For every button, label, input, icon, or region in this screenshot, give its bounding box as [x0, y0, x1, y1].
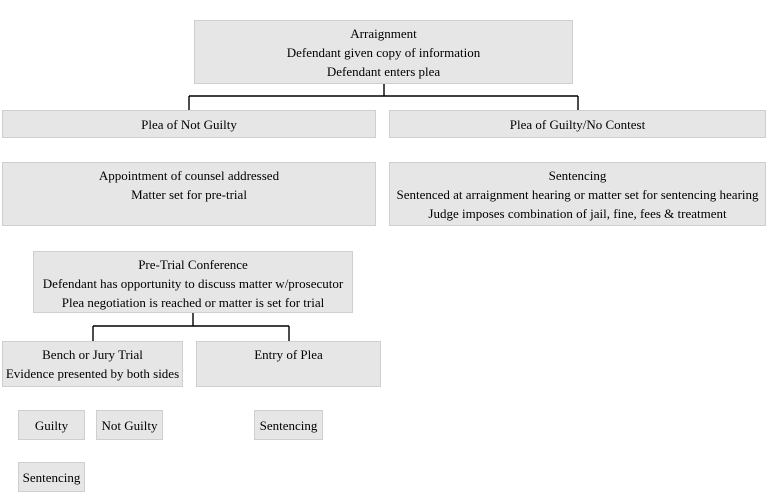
not-guilty-box: Not Guilty — [96, 410, 163, 440]
arraignment-title: Arraignment — [350, 26, 417, 41]
pretrial-title: Pre-Trial Conference — [138, 257, 248, 272]
counsel-line-1: Appointment of counsel addressed — [98, 168, 280, 183]
plea-guilty-box: Plea of Guilty/No Contest — [389, 110, 766, 138]
pretrial-line-3: Plea negotiation is reached or matter is… — [61, 295, 325, 310]
sentencing-top-line-2: Sentenced at arraignment hearing or matt… — [396, 187, 759, 202]
guilty-box: Guilty — [18, 410, 85, 440]
trial-line-2: Evidence presented by both sides — [5, 366, 180, 381]
plea-guilty-label: Plea of Guilty/No Contest — [509, 116, 646, 132]
sentencing-after-plea-label: Sentencing — [259, 417, 318, 433]
sentencing-top-box: Sentencing Sentenced at arraignment hear… — [389, 162, 766, 226]
plea-not-guilty-label: Plea of Not Guilty — [141, 116, 237, 132]
sentencing-after-plea-box: Sentencing — [254, 410, 323, 440]
sentencing-top-line-3: Judge imposes combination of jail, fine,… — [428, 206, 727, 221]
entry-of-plea-label: Entry of Plea — [254, 347, 323, 362]
arraignment-line-2: Defendant given copy of information — [286, 45, 481, 60]
trial-box: Bench or Jury Trial Evidence presented b… — [2, 341, 183, 387]
counsel-box: Appointment of counsel addressed Matter … — [2, 162, 376, 226]
pretrial-box: Pre-Trial Conference Defendant has oppor… — [33, 251, 353, 313]
arraignment-box: Arraignment Defendant given copy of info… — [194, 20, 573, 84]
trial-title: Bench or Jury Trial — [42, 347, 143, 362]
sentencing-after-guilty-label: Sentencing — [22, 469, 81, 485]
entry-of-plea-box: Entry of Plea — [196, 341, 381, 387]
counsel-line-2: Matter set for pre-trial — [131, 187, 247, 202]
pretrial-line-2: Defendant has opportunity to discuss mat… — [42, 276, 344, 291]
sentencing-top-title: Sentencing — [548, 168, 607, 183]
plea-not-guilty-box: Plea of Not Guilty — [2, 110, 376, 138]
not-guilty-label: Not Guilty — [101, 417, 158, 433]
arraignment-line-3: Defendant enters plea — [326, 64, 441, 79]
guilty-label: Guilty — [34, 417, 69, 433]
sentencing-after-guilty-box: Sentencing — [18, 462, 85, 492]
